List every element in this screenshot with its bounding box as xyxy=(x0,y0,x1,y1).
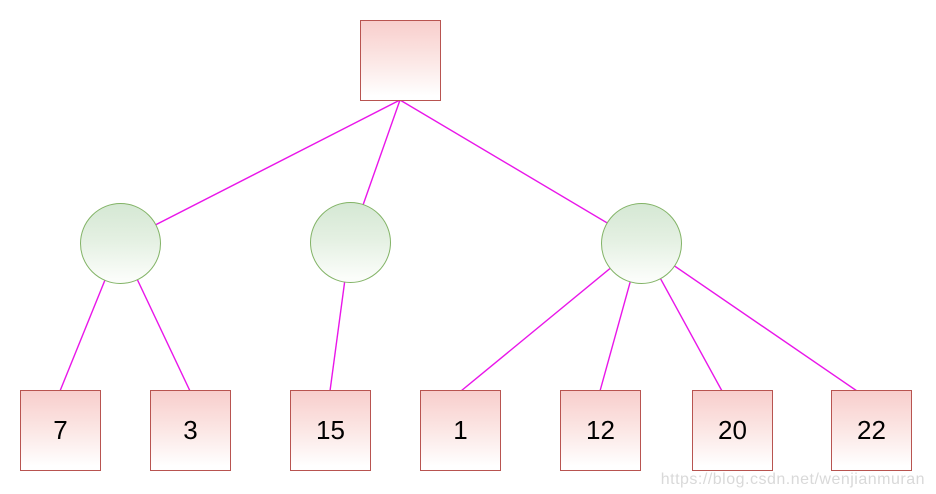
edge-branch3-leaf22 xyxy=(640,242,858,392)
leaf-node-15: 15 xyxy=(290,390,371,471)
edge-root-branch3 xyxy=(399,99,642,244)
watermark-text: https://blog.csdn.net/wenjianmuran xyxy=(660,471,925,488)
branch-node-1 xyxy=(80,203,161,284)
root-node xyxy=(360,20,441,101)
leaf-node-7: 7 xyxy=(20,390,101,471)
leaf-node-12: 12 xyxy=(560,390,641,471)
leaf-node-3: 3 xyxy=(150,390,231,471)
leaf-node-22: 22 xyxy=(831,390,912,471)
branch-node-2 xyxy=(310,202,391,283)
edge-root-branch1 xyxy=(119,99,401,244)
leaf-node-1: 1 xyxy=(420,390,501,471)
branch-node-3 xyxy=(601,203,682,284)
leaf-node-20: 20 xyxy=(692,390,773,471)
